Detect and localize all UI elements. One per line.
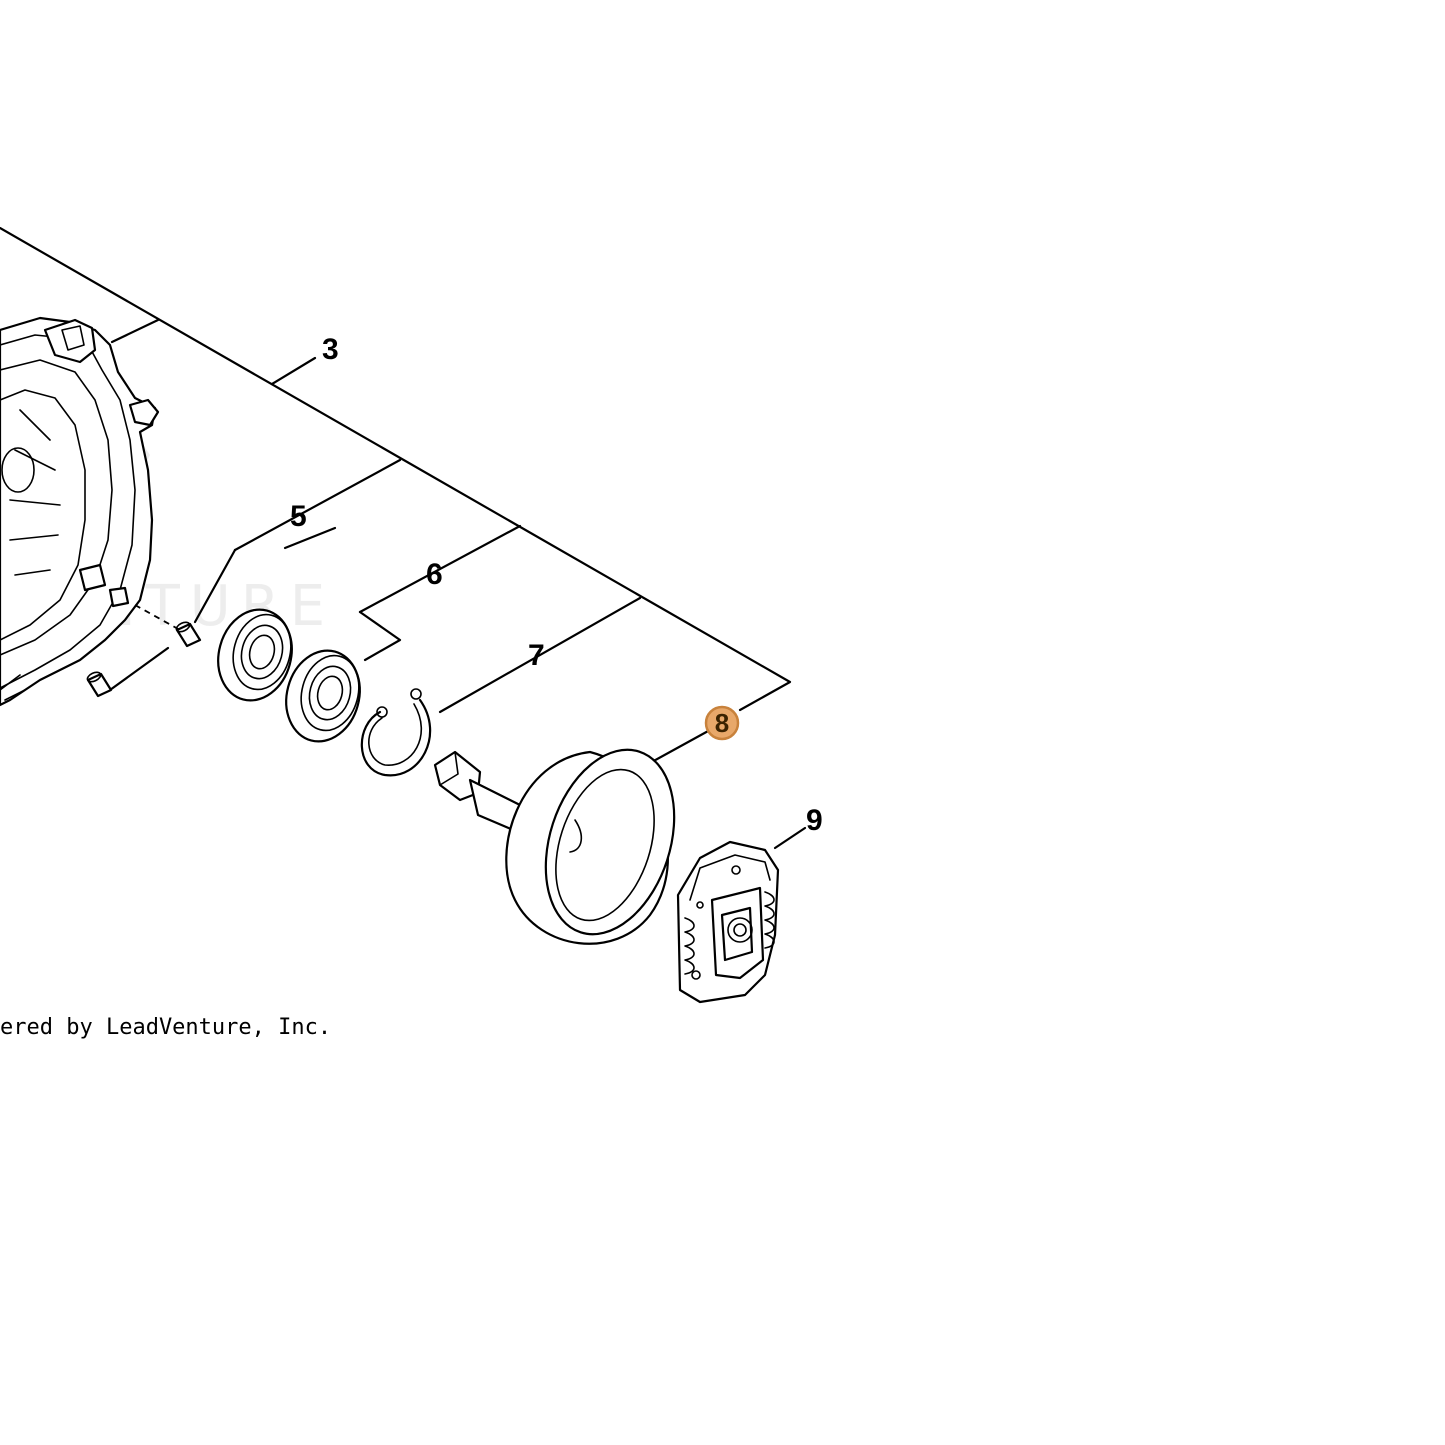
callout-9[interactable]: 9 bbox=[806, 804, 823, 837]
callout-7[interactable]: 7 bbox=[528, 639, 545, 672]
ball-bearing-1[interactable] bbox=[208, 601, 301, 709]
circlip[interactable] bbox=[360, 688, 432, 777]
callout-6[interactable]: 6 bbox=[426, 558, 443, 591]
callout-6-label: 6 bbox=[426, 558, 443, 591]
callout-8-highlight-badge bbox=[704, 705, 740, 741]
callout-8-label: 8 bbox=[715, 708, 729, 738]
callout-8-highlighted[interactable]: 8 bbox=[704, 705, 740, 741]
callout-5-label: 5 bbox=[290, 500, 307, 533]
dowel-pin-upper[interactable] bbox=[175, 620, 202, 648]
leader-lines bbox=[0, 226, 807, 850]
callout-3[interactable]: 3 bbox=[322, 333, 339, 366]
clutch-drum[interactable] bbox=[433, 733, 696, 951]
callout-5[interactable]: 5 bbox=[290, 500, 307, 533]
callout-3-label: 3 bbox=[322, 333, 339, 366]
callout-7-label: 7 bbox=[528, 639, 545, 672]
footer-credit: ered by LeadVenture, Inc. bbox=[0, 1015, 331, 1040]
ball-bearing-2[interactable] bbox=[276, 642, 369, 750]
clutch-assembly[interactable] bbox=[676, 840, 780, 1004]
callout-9-label: 9 bbox=[806, 804, 823, 837]
housing-part[interactable] bbox=[0, 316, 160, 707]
dowel-pin-lower[interactable] bbox=[86, 670, 113, 698]
